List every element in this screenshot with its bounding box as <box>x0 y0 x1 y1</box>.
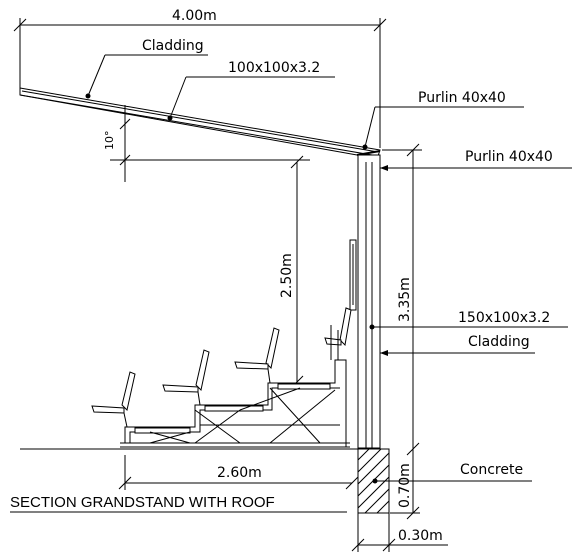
footing-width-dimension: 0.30m <box>351 513 448 552</box>
roof-width-label: 4.00m <box>172 8 217 24</box>
grandstand-structure <box>20 359 360 450</box>
purlin-top-callout: Purlin 40x40 <box>362 90 524 150</box>
footing-width-label: 0.30m <box>398 528 443 544</box>
stand-width-label: 2.60m <box>217 465 262 481</box>
seat-4 <box>324 307 352 360</box>
drawing-title: SECTION GRANDSTAND WITH ROOF <box>10 494 347 513</box>
seat-1 <box>91 371 136 428</box>
cladding-roof-label: Cladding <box>142 38 204 54</box>
seats <box>91 307 352 428</box>
roof-angle-dimension: 10° <box>103 105 310 182</box>
column-member-label: 150x100x3.2 <box>458 310 550 326</box>
footing-depth-label: 0.70m <box>397 463 413 508</box>
seat-2 <box>162 349 210 406</box>
seat-3 <box>234 327 280 384</box>
roof-width-dimension: 4.00m <box>13 8 387 148</box>
concrete-label: Concrete <box>460 462 523 478</box>
cladding-side-label: Cladding <box>468 334 530 350</box>
roof-member-label: 100x100x3.2 <box>228 60 320 76</box>
stand-width-dimension: 2.60m <box>118 455 359 490</box>
cladding-side-callout: Cladding <box>380 334 535 356</box>
purlin-side-label: Purlin 40x40 <box>465 149 553 165</box>
roof-angle-label: 10° <box>103 131 116 151</box>
purlin-side-callout: Purlin 40x40 <box>380 149 572 171</box>
cladding-roof-callout: Cladding <box>85 38 208 99</box>
roof <box>19 87 381 157</box>
total-height-dimension: 3.35m <box>382 143 422 456</box>
column-member-callout: 150x100x3.2 <box>369 310 568 330</box>
total-height-label: 3.35m <box>397 277 413 322</box>
clear-height-label: 2.50m <box>279 253 295 298</box>
drawing-title-text: SECTION GRANDSTAND WITH ROOF <box>10 494 275 511</box>
purlin-top-label: Purlin 40x40 <box>418 90 506 106</box>
concrete-callout: Concrete <box>372 462 532 484</box>
footing-depth-dimension: 0.70m <box>390 449 420 520</box>
roof-member-callout: 100x100x3.2 <box>167 60 335 121</box>
column <box>349 154 381 449</box>
clear-height-dimension: 2.50m <box>279 155 304 389</box>
